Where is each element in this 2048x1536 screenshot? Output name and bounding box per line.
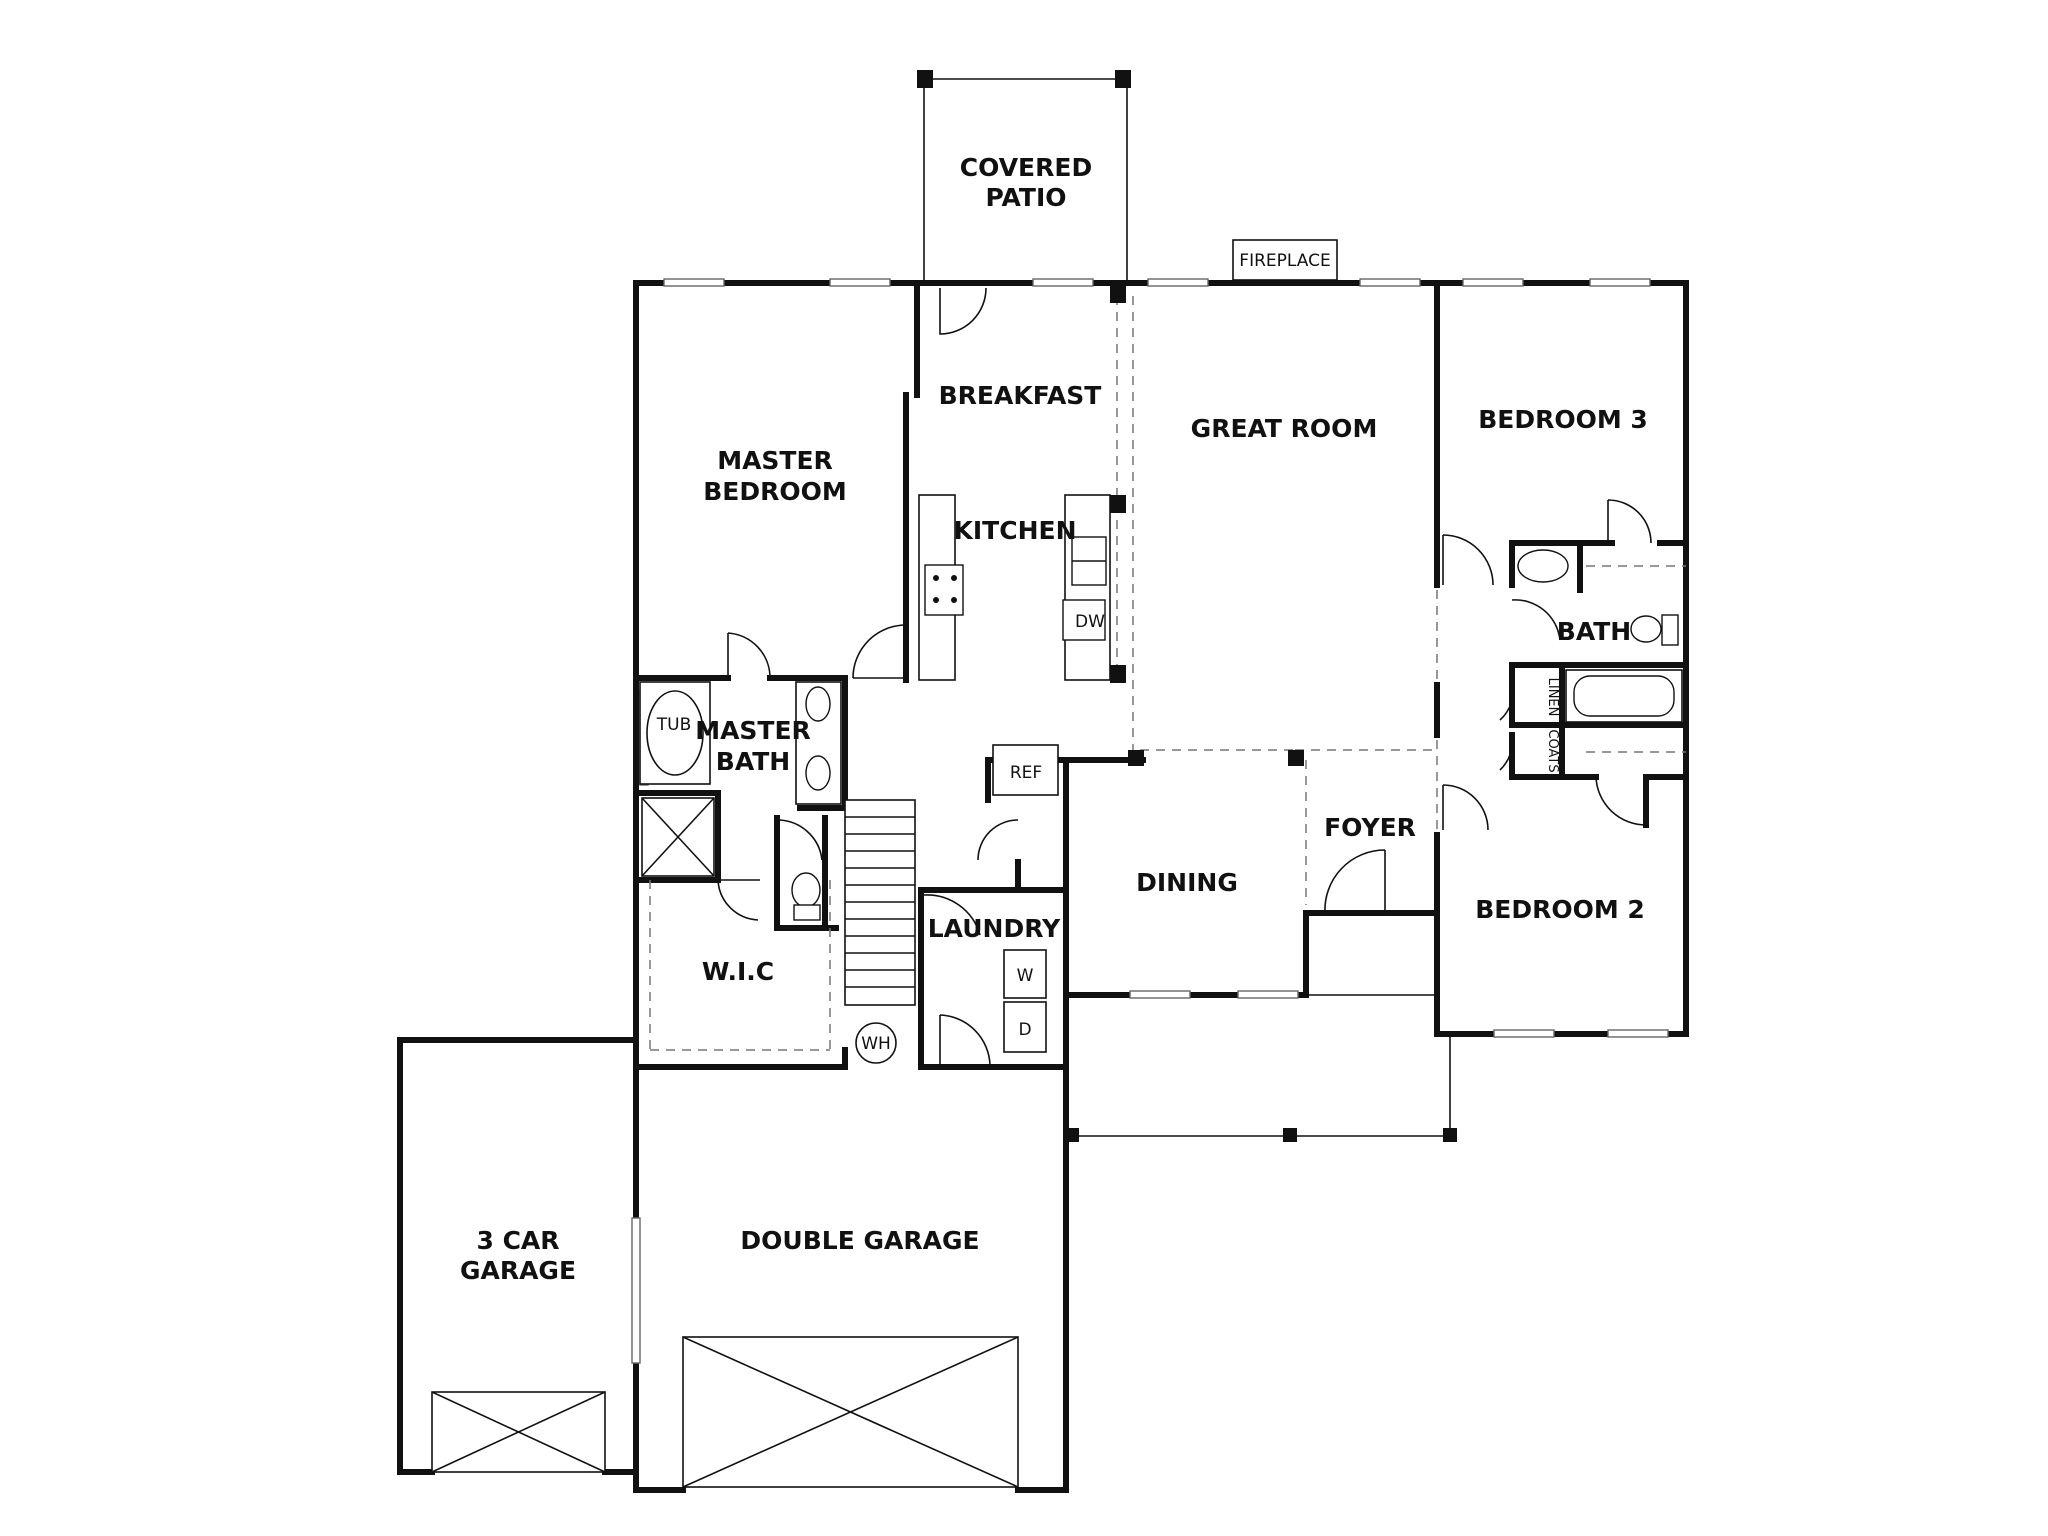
three-car-garage-label-2: GARAGE bbox=[460, 1256, 576, 1285]
refrigerator bbox=[992, 744, 1059, 796]
master-bedroom-label-2: BEDROOM bbox=[703, 477, 847, 506]
fireplace-box bbox=[1232, 239, 1338, 281]
dining-label: DINING bbox=[1136, 868, 1238, 897]
kitchen-counters bbox=[918, 494, 1111, 681]
water-heater-label: WH bbox=[861, 1034, 891, 1054]
bedroom-3-label: BEDROOM 3 bbox=[1478, 405, 1648, 434]
fireplace-label: FIREPLACE bbox=[1239, 251, 1330, 271]
kitchen-label: KITCHEN bbox=[954, 516, 1077, 545]
breakfast-label: BREAKFAST bbox=[939, 381, 1102, 410]
covered-patio-label-1: COVERED bbox=[960, 153, 1092, 182]
dryer-label: D bbox=[1018, 1020, 1031, 1040]
posts bbox=[1065, 285, 1457, 1142]
ref-label: REF bbox=[1010, 763, 1042, 783]
water-heater bbox=[855, 1022, 897, 1064]
great-room-label: GREAT ROOM bbox=[1191, 414, 1378, 443]
covered-patio-label-2: PATIO bbox=[985, 183, 1066, 212]
master-bedroom-label-1: MASTER bbox=[717, 446, 833, 475]
stairs bbox=[844, 799, 916, 1006]
three-car-garage-label-1: 3 CAR bbox=[476, 1226, 559, 1255]
washer-label: W bbox=[1017, 966, 1034, 986]
interior-walls bbox=[633, 280, 1689, 1070]
bath-fixtures bbox=[1517, 549, 1683, 723]
front-porch bbox=[1066, 994, 1451, 1137]
laundry-label: LAUNDRY bbox=[928, 914, 1061, 943]
master-bath-label-2: BATH bbox=[716, 747, 790, 776]
bedroom-2-label: BEDROOM 2 bbox=[1475, 895, 1645, 924]
dishwasher-label: DW bbox=[1075, 612, 1105, 632]
foyer-label: FOYER bbox=[1324, 813, 1416, 842]
tub-label: TUB bbox=[656, 715, 692, 735]
laundry-machines bbox=[1003, 949, 1047, 1053]
covered-patio bbox=[917, 70, 1131, 283]
master-bath-label-1: MASTER bbox=[695, 716, 811, 745]
dashed-openings bbox=[649, 296, 1686, 1051]
master-bath-fixtures bbox=[639, 681, 842, 921]
coats-label: COATS bbox=[1545, 729, 1560, 772]
double-garage-label: DOUBLE GARAGE bbox=[740, 1226, 979, 1255]
bath-label: BATH bbox=[1557, 617, 1631, 646]
exterior-walls bbox=[397, 280, 1689, 1493]
wic-label: W.I.C bbox=[702, 957, 774, 986]
linen-label: LINEN bbox=[1545, 678, 1560, 717]
garage-doors bbox=[431, 1336, 1019, 1488]
doors bbox=[717, 287, 1652, 1067]
